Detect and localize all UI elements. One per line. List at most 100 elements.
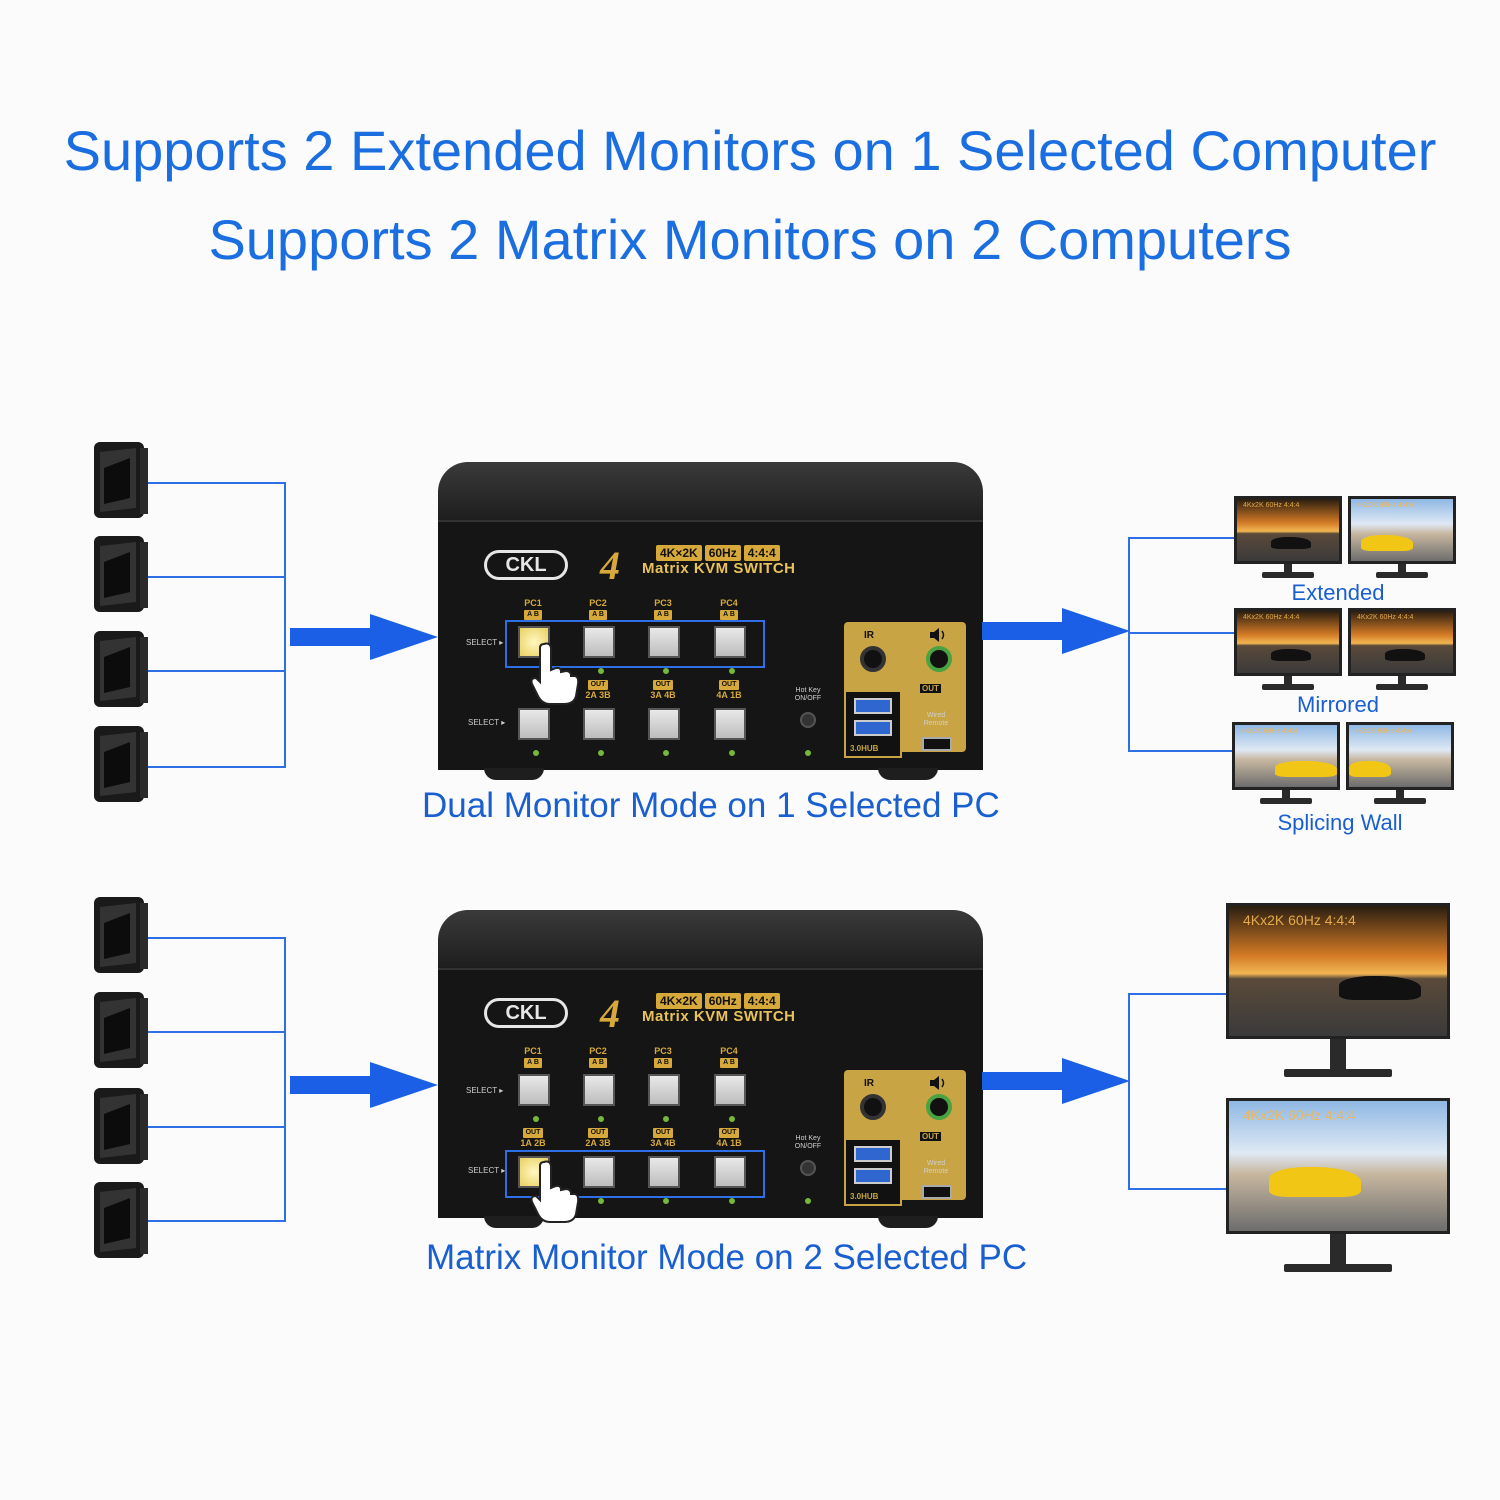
remote-port[interactable] [922,1185,952,1199]
select-button-out2[interactable] [583,708,615,740]
connector-line [148,766,286,768]
connector-line [148,1031,286,1033]
select-button-pc3[interactable] [648,1074,680,1106]
select-button-out2[interactable] [583,1156,615,1188]
audio-jack-icon [860,646,886,672]
kvm-foot [484,768,544,780]
hub-label: 3.0HUB [850,744,879,753]
kvm-switch: CKL 4 4K×2K 60Hz 4:4:4 Matrix KVM SWITCH… [438,910,983,1228]
connector-line [148,670,286,672]
connector-line [1128,750,1234,752]
remote-port[interactable] [922,737,952,751]
hotkey-button[interactable] [800,712,816,728]
mode-label-splicing-wall: Splicing Wall [1277,810,1403,835]
mode-label-extended: Extended [1291,580,1385,605]
status-led [533,1116,539,1122]
mode-label-mirrored: Mirrored [1297,692,1379,717]
select-label: SELECT ▸ [466,1086,504,1095]
product-name: Matrix KVM SWITCH [642,1008,796,1025]
pc-tower-icon [94,992,148,1068]
usb-hub: 3.0HUB [844,690,902,758]
ir-label: IR [864,630,874,641]
ir-label: IR [864,1078,874,1089]
pc-tower-icon [94,726,148,802]
connector-line [1128,632,1234,634]
monitor-icon: 4Kx2K 60Hz 4:4:4 [1226,1098,1450,1274]
select-button-out4[interactable] [714,1156,746,1188]
status-led [729,750,735,756]
connector-line [1128,1188,1228,1190]
monitor-icon: 4Kx2K 60Hz 4:4:4 [1348,608,1456,692]
audio-jack-icon [926,1094,952,1120]
headline-line-1: Supports 2 Extended Monitors on 1 Select… [63,119,1437,182]
status-led [598,668,604,674]
select-button-out4[interactable] [714,708,746,740]
select-button-pc2[interactable] [583,1074,615,1106]
kvm-top-cover [438,910,983,972]
select-button-pc2[interactable] [583,626,615,658]
connector-line [1128,537,1130,751]
audio-out-label: OUT [920,684,941,693]
connector-line [284,937,286,1222]
spec-badges: 4K×2K 60Hz 4:4:4 [656,545,780,561]
select-button-out1[interactable] [518,708,550,740]
hotkey-label: Hot Key ON/OFF [794,687,822,702]
spec-badge: 4K×2K [656,993,702,1009]
monitor-icon: 4Kx2K 60Hz 4:4:4 [1234,608,1342,692]
pc-tower-icon [94,897,148,973]
kvm-top-cover [438,462,983,524]
status-led [598,1116,604,1122]
spec-badge: 4:4:4 [743,993,780,1009]
audio-out-label: OUT [920,1132,941,1141]
kvm-switch: CKL 4 4K×2K 60Hz 4:4:4 Matrix KVM SWITCH… [438,462,983,780]
kvm-foot [878,1216,938,1228]
usb-port-icon[interactable] [854,1146,892,1162]
brand-logo: CKL [484,550,568,580]
status-led [598,1198,604,1204]
hotkey-button[interactable] [800,1160,816,1176]
usb-port-icon[interactable] [854,1168,892,1184]
usb-port-icon[interactable] [854,698,892,714]
status-led [663,750,669,756]
remote-label: Wired Remote [923,712,949,727]
audio-jack-icon [926,646,952,672]
select-button-pc4[interactable] [714,1074,746,1106]
pc-tower-icon [94,442,148,518]
select-button-pc3[interactable] [648,626,680,658]
connector-line [284,482,286,768]
status-led [663,1116,669,1122]
port-count: 4 [600,543,620,588]
port-count: 4 [600,991,620,1036]
speaker-icon [930,1076,945,1090]
select-button-pc1[interactable] [518,1074,550,1106]
usb-port-icon[interactable] [854,720,892,736]
select-button-pc4[interactable] [714,626,746,658]
spec-badge: 60Hz [704,545,741,561]
connector-line [148,482,286,484]
kvm-front-panel: CKL 4 4K×2K 60Hz 4:4:4 Matrix KVM SWITCH… [438,520,983,770]
connector-line [148,576,286,578]
connector-line [1128,537,1234,539]
spec-badge: 60Hz [704,993,741,1009]
select-button-out3[interactable] [648,708,680,740]
selection-highlight [505,1150,765,1198]
audio-jack-icon [860,1094,886,1120]
kvm-front-panel: CKL 4 4K×2K 60Hz 4:4:4 Matrix KVM SWITCH… [438,968,983,1218]
status-led [663,1198,669,1204]
top-caption: Dual Monitor Mode on 1 Selected PC [422,786,1000,825]
select-label: SELECT ▸ [468,718,506,727]
bottom-caption: Matrix Monitor Mode on 2 Selected PC [426,1238,1028,1277]
product-name: Matrix KVM SWITCH [642,560,796,577]
monitor-icon: 4Kx2K 60Hz 4:4:4 [1348,496,1456,580]
select-button-out3[interactable] [648,1156,680,1188]
usb-hub: 3.0HUB [844,1138,902,1206]
status-led [598,750,604,756]
